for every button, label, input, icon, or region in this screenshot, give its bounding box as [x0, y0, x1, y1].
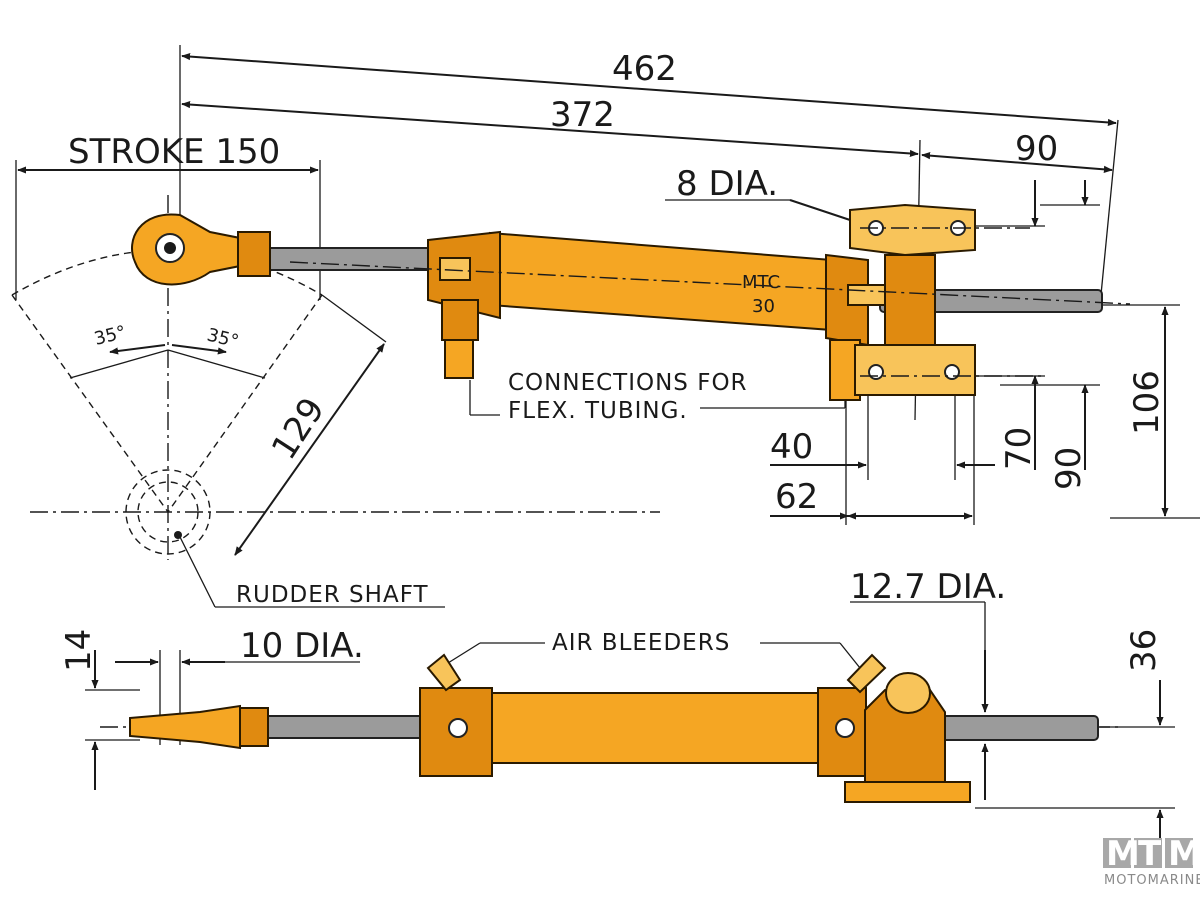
dim-stroke: STROKE 150	[68, 132, 280, 172]
dim-129-line	[234, 343, 385, 556]
mounting-bracket-bottom	[854, 344, 976, 396]
side-rod-right	[929, 715, 1099, 741]
dim-overall-length: 462	[612, 49, 677, 89]
top-dimension-lines	[15, 45, 1200, 525]
model-line-1: MTC	[742, 272, 780, 293]
air-bleeder-left	[426, 653, 462, 692]
swing-angle-left: 35°	[92, 322, 128, 350]
brand-name: MOTOMARINE	[1104, 873, 1200, 888]
dim-rod-dia: 12.7 DIA.	[850, 567, 1006, 607]
dim-rod-height: 36	[1124, 629, 1164, 672]
swing-arc-geometry	[11, 195, 660, 608]
model-line-2: 30	[752, 296, 775, 317]
dim-372-line	[181, 100, 919, 158]
dim-rod-end-thickness: 14	[59, 629, 99, 672]
side-bracket-base	[844, 781, 971, 803]
dim-462-line	[181, 52, 1117, 127]
piston-rod-left	[269, 247, 436, 271]
dim-bracket-outer: 62	[775, 477, 818, 517]
cylinder-top-view	[131, 203, 1131, 401]
brand-box-2	[1134, 838, 1162, 868]
dim-arc-radius: 129	[264, 391, 333, 467]
dim-bracket-offset: 90	[1015, 129, 1058, 169]
mounting-bracket-body	[884, 254, 936, 346]
brand-box-1	[1103, 838, 1131, 868]
brand-letter-3: M	[1168, 834, 1200, 874]
cylinder-tube	[489, 231, 833, 332]
brand-logo: M T M MOTOMARINE	[1103, 834, 1200, 888]
dim-bracket-inner: 40	[770, 427, 813, 467]
dim-90-line	[921, 152, 1113, 173]
label-connections-1: CONNECTIONS FOR	[508, 370, 748, 396]
side-cylinder-tube	[489, 692, 821, 764]
side-rod-left	[264, 715, 426, 739]
label-rudder-shaft: RUDDER SHAFT	[236, 582, 429, 608]
air-bleeder-right	[846, 653, 887, 694]
dim-body-length: 372	[550, 95, 615, 135]
swing-angle-right: 35°	[205, 324, 241, 352]
brand-letter-2: T	[1138, 834, 1162, 874]
cylinder-side-view	[129, 653, 1099, 803]
side-rod-end	[129, 704, 241, 750]
brand-letter-1: M	[1106, 834, 1140, 874]
dim-mount-bolt: 8 DIA.	[676, 164, 778, 204]
mounting-bracket-top	[849, 203, 976, 257]
label-connections-2: FLEX. TUBING.	[508, 398, 688, 424]
dim-bracket-height: 90	[1049, 447, 1089, 490]
dim-shaft-height: 106	[1127, 370, 1167, 435]
dim-pin-dia: 10 DIA.	[240, 626, 364, 666]
rod-end-eye	[131, 213, 241, 286]
rod-end-nut	[237, 231, 271, 277]
dim-bolt-spacing: 70	[999, 427, 1039, 470]
rudder-shaft-circle	[125, 469, 211, 555]
label-air-bleeders: AIR BLEEDERS	[552, 630, 730, 656]
brand-box-3	[1165, 838, 1193, 868]
